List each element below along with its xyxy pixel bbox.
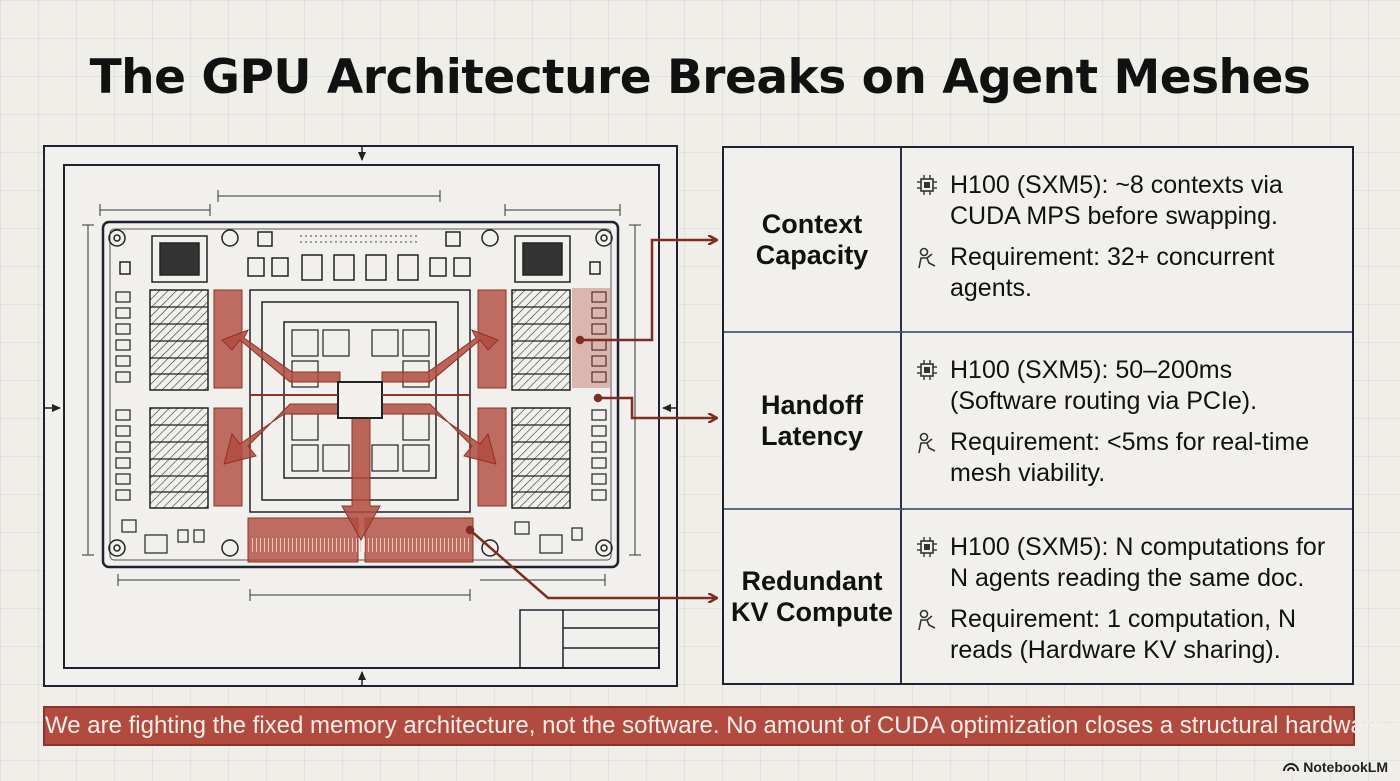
conclusion-banner: We are fighting the fixed memory archite… <box>43 706 1400 746</box>
bullet-h100: H100 (SXM5): 50–200ms(Software routing v… <box>916 355 1338 417</box>
drawing-frame-inner <box>63 164 660 669</box>
highlight-overlays <box>213 288 610 563</box>
agent-icon <box>916 242 950 275</box>
notebooklm-logo-icon <box>1283 759 1300 775</box>
dimension-lines <box>82 190 641 601</box>
central-chip <box>337 381 383 419</box>
chip-icon <box>916 170 950 201</box>
gpu-dies <box>291 329 430 472</box>
side-components <box>115 291 607 554</box>
frame-marker-arrows <box>44 146 677 686</box>
gpu-package <box>249 289 471 513</box>
agent-icon <box>916 604 950 637</box>
chip-icon <box>916 355 950 386</box>
callout-leaders <box>465 240 716 598</box>
mounting-holes <box>108 229 613 557</box>
row-details-handoff-latency: H100 (SXM5): 50–200ms(Software routing v… <box>902 333 1352 510</box>
data-flow-arrows <box>221 329 499 542</box>
chip-icon <box>916 532 950 563</box>
gpu-board-diagram <box>43 145 720 687</box>
brand-watermark: NotebookLM <box>1283 759 1388 775</box>
agent-icon <box>916 427 950 460</box>
title-block <box>519 609 660 669</box>
brand-label: NotebookLM <box>1303 759 1388 775</box>
page-title: The GPU Architecture Breaks on Agent Mes… <box>89 50 1311 105</box>
top-components <box>119 231 601 283</box>
